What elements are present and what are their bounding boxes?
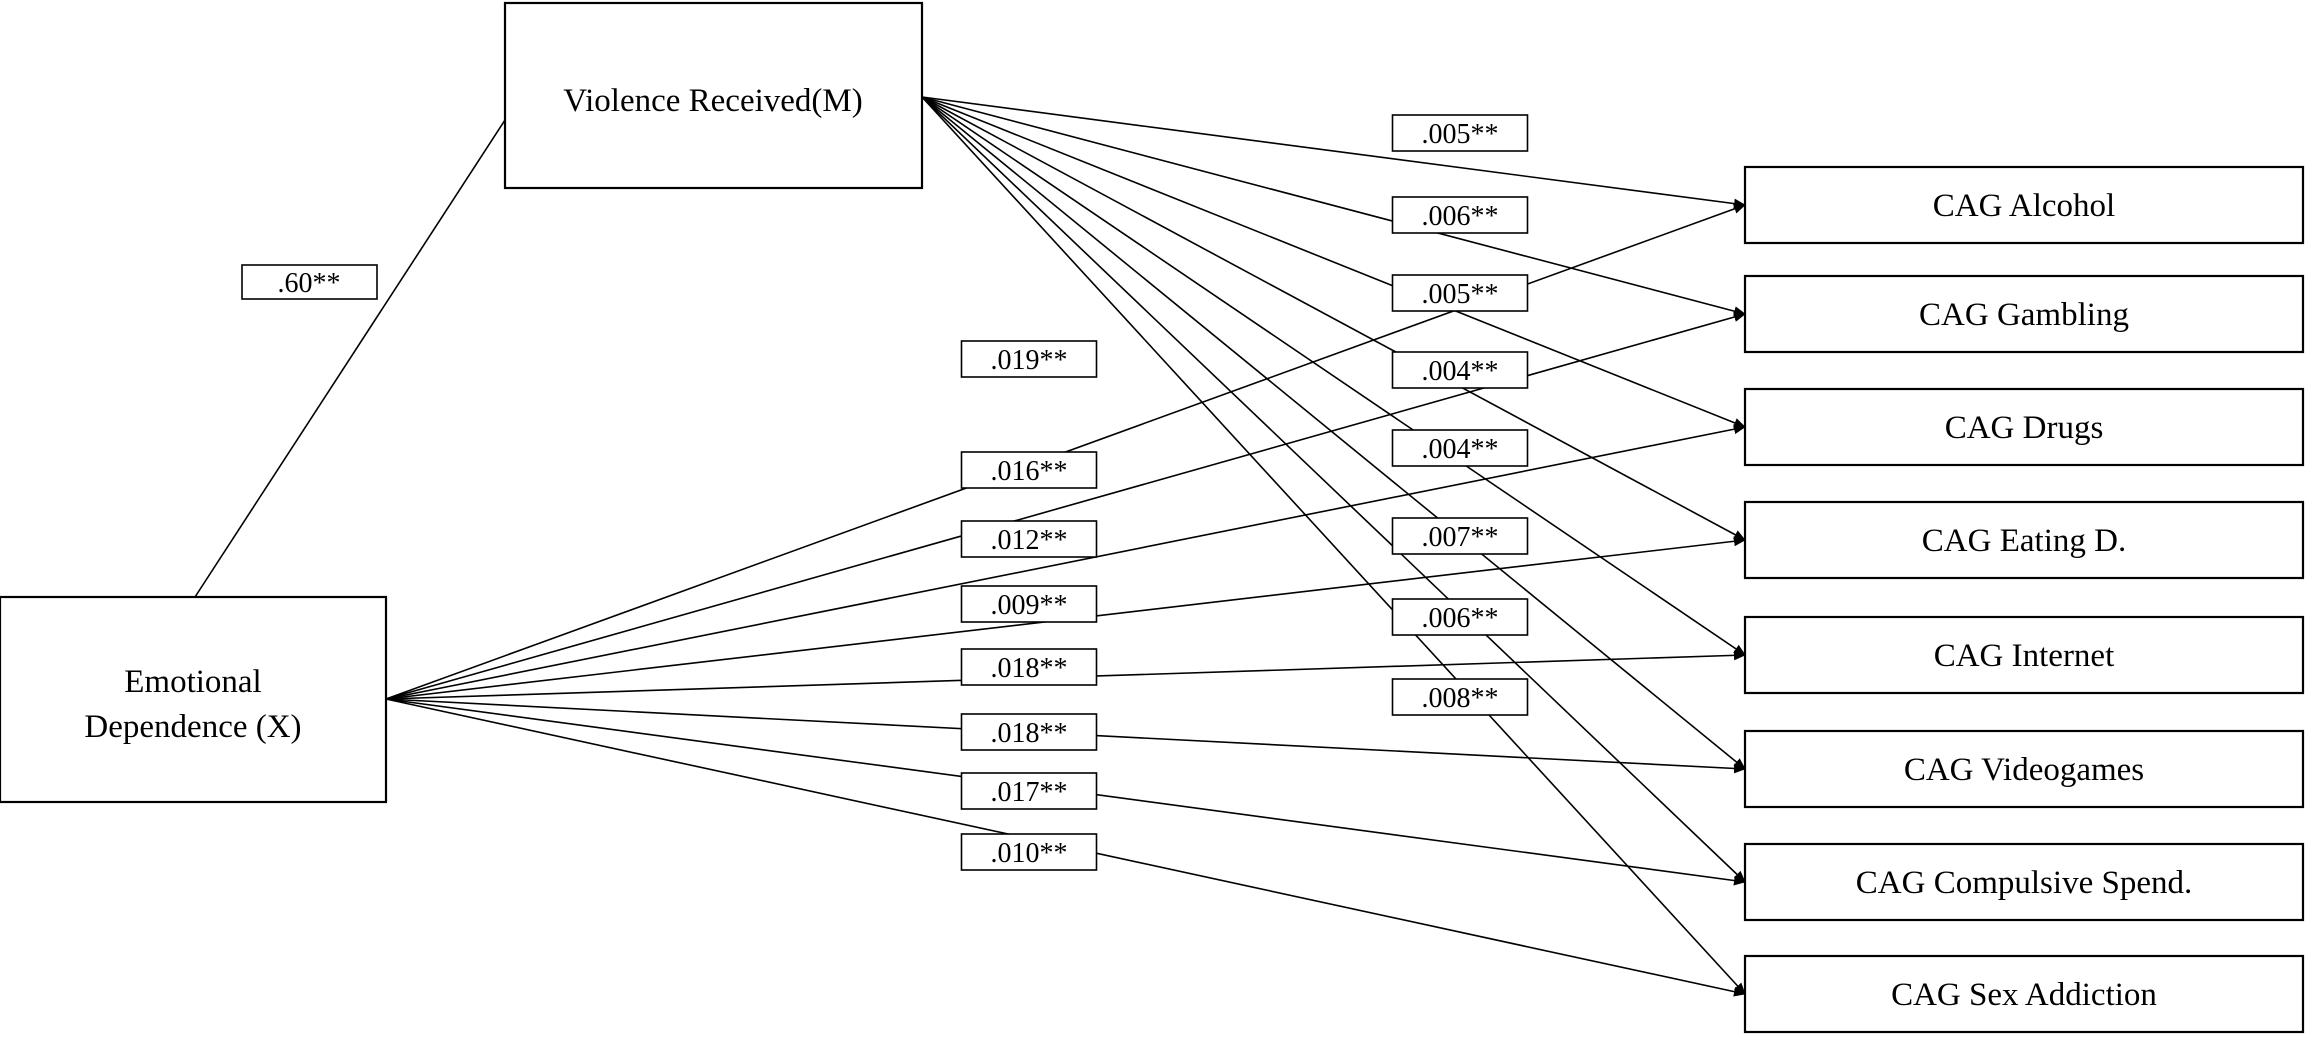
coef-x-to-drugs: .012** [960, 520, 1098, 558]
coef-m-to-alcohol-text: .005** [1422, 119, 1499, 150]
edge-x-to-drugs [385, 424, 1746, 700]
node-eating-label: CAG Eating D. [1922, 523, 2126, 559]
coef-x-to-internet-text: .018** [991, 653, 1068, 684]
coef-x-to-alcohol-text: .019** [991, 345, 1068, 376]
node-internet-label: CAG Internet [1934, 638, 2115, 674]
coef-m-to-gambling-text: .006** [1422, 201, 1499, 232]
coef-m-to-videogames-text: .007** [1422, 522, 1499, 553]
node-m-label: Violence Received(M) [563, 83, 862, 119]
node-internet: CAG Internet [1743, 615, 2305, 695]
coef-x-to-videogames-text: .018** [991, 718, 1068, 749]
node-alcohol-label: CAG Alcohol [1933, 188, 2115, 224]
coef-m-to-spending: .006** [1391, 598, 1529, 636]
coef-x-to-eating: .009** [960, 585, 1098, 623]
coef-m-to-spending-text: .006** [1422, 603, 1499, 634]
node-videogames-label: CAG Videogames [1904, 752, 2144, 788]
mediator-coefficients: .005** .006** .005** .004** .004** .007** .006… [1391, 114, 1529, 716]
coef-x-to-internet: .018** [960, 648, 1098, 686]
coef-m-to-videogames: .007** [1391, 517, 1529, 555]
node-drugs-label: CAG Drugs [1945, 410, 2104, 446]
node-drugs: CAG Drugs [1743, 387, 2305, 467]
coef-m-to-sex-text: .008** [1422, 683, 1499, 714]
node-eating: CAG Eating D. [1743, 500, 2305, 580]
coef-x-to-videogames: .018** [960, 713, 1098, 751]
coef-m-to-internet-text: .004** [1422, 434, 1499, 465]
edge-m-to-sex [921, 96, 1746, 995]
coef-m-to-eating: .004** [1391, 351, 1529, 389]
edge-m-to-videogames [921, 96, 1746, 770]
coef-m-to-drugs-text: .005** [1422, 279, 1499, 310]
coef-m-to-sex: .008** [1391, 678, 1529, 716]
node-spending-label: CAG Compulsive Spend. [1856, 865, 2192, 901]
coef-m-to-internet: .004** [1391, 429, 1529, 467]
coef-m-to-alcohol: .005** [1391, 114, 1529, 152]
coef-x-to-alcohol: .019** [960, 340, 1098, 378]
edge-x-to-m [194, 79, 532, 598]
coef-x-to-drugs-text: .012** [991, 525, 1068, 556]
node-sex-label: CAG Sex Addiction [1891, 977, 2157, 1013]
coef-x-to-m-text: .60** [278, 268, 341, 299]
coef-m-to-drugs: .005** [1391, 274, 1529, 312]
node-x-label-line1: Emotional [124, 664, 261, 700]
coef-x-to-sex-text: .010** [991, 838, 1068, 869]
edge-m-to-alcohol [921, 96, 1746, 209]
coef-x-to-eating-text: .009** [991, 590, 1068, 621]
node-gambling-label: CAG Gambling [1919, 297, 2129, 333]
node-x-label-line2: Dependence (X) [84, 709, 301, 745]
coef-x-to-spending-text: .017** [991, 777, 1068, 808]
edge-m-to-spending [921, 96, 1746, 883]
coef-x-to-m: .60** [241, 264, 378, 300]
node-spending: CAG Compulsive Spend. [1743, 842, 2305, 922]
edge-m-to-gambling [921, 96, 1746, 317]
coef-x-to-spending: .017** [960, 772, 1098, 810]
direct-coefficients: .019** .016** .012** .009** .018** .018** .017… [960, 340, 1098, 871]
node-videogames: CAG Videogames [1743, 729, 2305, 809]
edge-m-to-drugs [921, 96, 1746, 428]
coef-x-to-sex: .010** [960, 833, 1098, 871]
node-violence-received: Violence Received(M) [503, 1, 924, 190]
node-gambling: CAG Gambling [1743, 274, 2305, 354]
coef-x-to-gambling: .016** [960, 451, 1098, 489]
node-alcohol: CAG Alcohol [1743, 165, 2305, 245]
node-sex: CAG Sex Addiction [1743, 954, 2305, 1034]
coef-m-to-gambling: .006** [1391, 196, 1529, 234]
coef-x-to-gambling-text: .016** [991, 456, 1068, 487]
edge-m-to-eating [921, 96, 1746, 541]
node-emotional-dependence: Emotional Dependence (X) [0, 595, 388, 804]
coef-m-to-eating-text: .004** [1422, 356, 1499, 387]
edge-m-to-internet [921, 96, 1746, 656]
